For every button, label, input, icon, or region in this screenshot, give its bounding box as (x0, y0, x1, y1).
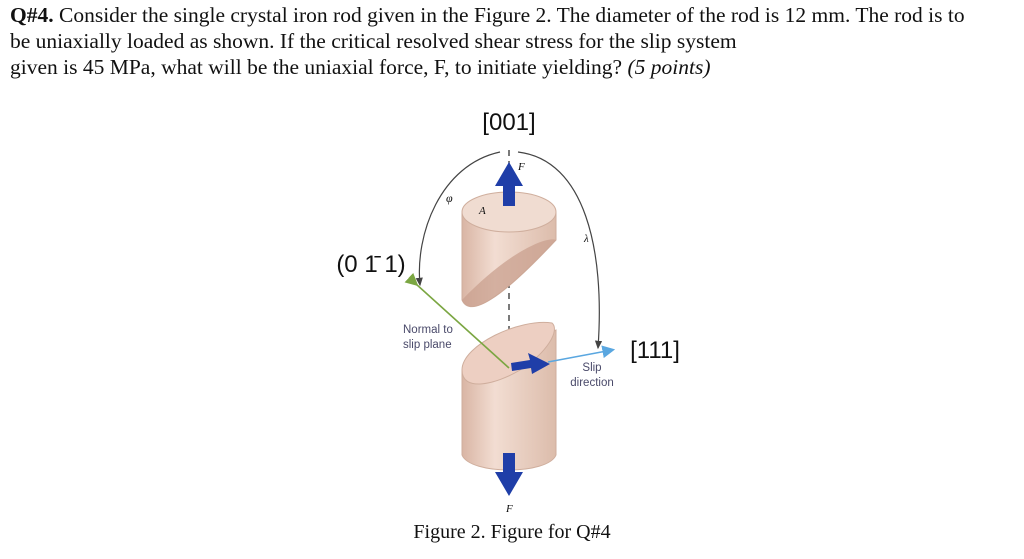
question-line-2: be uniaxially loaded as shown. If the cr… (10, 29, 737, 53)
normal-label-line-1: Normal to (403, 324, 453, 336)
direction-111-label: [111] (630, 337, 680, 364)
normal-label-line-2: slip plane (403, 339, 452, 351)
question-line-3: given is 45 MPa, what will be the uniaxi… (10, 55, 711, 79)
figure-caption: Figure 2. Figure for Q#4 (413, 521, 611, 543)
force-arrow-top (495, 162, 523, 206)
phi-arc (415, 151, 501, 287)
slip-direction-line (547, 345, 616, 363)
upper-slip-plane (462, 239, 556, 307)
force-arrow-bottom (495, 453, 523, 496)
lambda-label: λ (583, 233, 589, 245)
question-line-1: Q#4. Consider the single crystal iron ro… (10, 3, 965, 27)
area-label: A (478, 205, 486, 217)
slip-label-line-1: Slip (582, 362, 601, 374)
force-bottom-label: F (505, 503, 513, 515)
points-label: (5 points) (627, 55, 711, 79)
phi-label: φ (446, 191, 453, 205)
force-top-label: F (517, 161, 525, 173)
lambda-arc (517, 151, 603, 350)
direction-001-label: [001] (482, 109, 535, 136)
lower-slip-plane (461, 321, 555, 385)
resolved-shear-arrow (511, 353, 550, 374)
slip-label-line-2: direction (570, 377, 613, 389)
question-text: Q#4. Consider the single crystal iron ro… (10, 2, 1016, 80)
slip-plane-normal-line (404, 272, 510, 369)
upper-rod (461, 191, 557, 308)
slip-plane-label: (0 1̄ 1) (336, 251, 405, 278)
lower-rod (461, 321, 557, 471)
question-number: Q#4. (10, 3, 54, 27)
